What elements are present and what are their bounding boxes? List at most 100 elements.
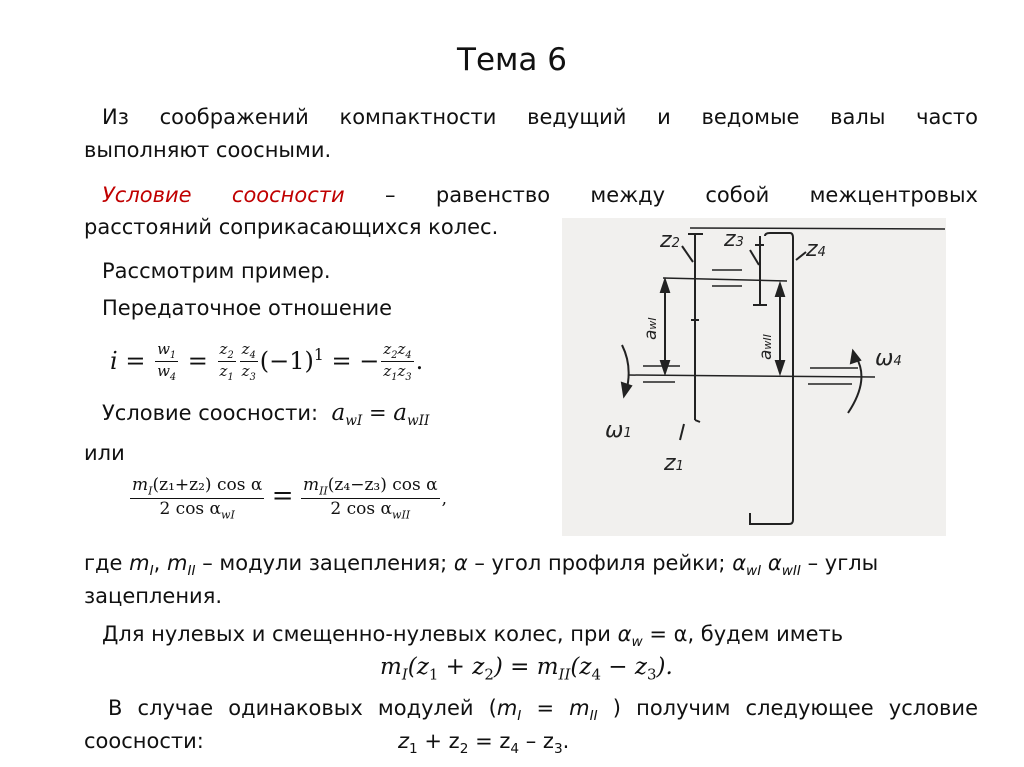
text: где — [84, 551, 130, 575]
math-symbol: z — [397, 339, 406, 358]
math-symbol: m — [302, 475, 320, 496]
slide-title: Тема 6 — [457, 42, 567, 78]
text: Для нулевых и смещенно-нулевых колес, пр… — [102, 622, 618, 646]
paragraph-line: зацепления. — [84, 584, 223, 608]
math-symbol: = — [331, 347, 352, 375]
math-symbol: − — [359, 347, 380, 375]
math-symbol: i — [110, 347, 118, 375]
math-symbol: I — [517, 708, 522, 725]
label: Условие соосности: — [102, 401, 319, 425]
math-symbol: 2 — [459, 741, 469, 758]
math-symbol: wI — [221, 508, 235, 522]
math-symbol: z — [398, 729, 410, 753]
math-symbol: α — [767, 551, 782, 575]
gear-z4-line — [749, 232, 794, 525]
label-awII: awII — [756, 334, 776, 360]
math-symbol: (z₄−z₃) cos α — [327, 475, 438, 496]
math-symbol: II — [319, 484, 328, 498]
paragraph-line: Передаточное отношение — [102, 296, 393, 320]
label-z4: z4 — [805, 237, 826, 262]
math-symbol: 2 — [484, 665, 494, 684]
label-z1: z1 — [663, 451, 684, 476]
scan-edge-line — [689, 227, 946, 230]
math-symbol: z — [219, 339, 228, 358]
math-symbol: wII — [781, 563, 801, 580]
math-symbol: (z — [570, 654, 592, 680]
math-symbol: . — [562, 729, 570, 753]
math-symbol: a — [331, 400, 346, 426]
math-symbol: α — [732, 551, 747, 575]
lower-shaft — [627, 374, 876, 378]
coaxial-condition-line: Условие соосности: awI = awII — [102, 400, 429, 434]
math-symbol: m — [132, 475, 149, 496]
math-symbol: z — [397, 361, 406, 380]
paragraph-line: Условие соосности – равенство между собо… — [102, 182, 978, 208]
text: – модули зацепления; — [195, 551, 454, 575]
math-symbol: 4 — [591, 665, 601, 684]
math-symbol: + z — [438, 654, 485, 680]
math-symbol: wI — [345, 413, 363, 430]
math-symbol: − z — [600, 654, 647, 680]
math-symbol: 4 — [510, 741, 520, 758]
bearing-hatches — [643, 269, 858, 385]
math-symbol: z — [241, 361, 250, 380]
paragraph-line: или — [84, 441, 125, 465]
label-omega1: ω1 — [605, 418, 632, 443]
math-symbol: 1 — [169, 349, 177, 361]
math-symbol: w — [631, 634, 643, 651]
paragraph-line: расстояний соприкасающихся колес. — [84, 215, 499, 239]
equal-modules-formula: z1 + z2 = z4 – z3. — [398, 728, 569, 762]
math-symbol: I — [148, 484, 153, 498]
math-symbol: ). — [656, 654, 673, 680]
math-symbol: = — [271, 481, 294, 511]
math-symbol: 1 — [428, 665, 439, 684]
math-symbol: 2 cos α — [159, 499, 222, 520]
text: – равенство между собой межцентровых — [344, 183, 978, 207]
math-symbol: 2 — [227, 349, 234, 361]
math-symbol: 3 — [553, 741, 563, 758]
math-symbol: z — [241, 339, 250, 358]
math-symbol: = — [187, 347, 208, 375]
math-symbol: 3 — [646, 665, 657, 684]
math-symbol: = m — [521, 696, 590, 720]
label-z3: z3 — [723, 227, 744, 252]
zero-gear-formula: mI(z1 + z2) = mII(z4 − z3). — [380, 654, 673, 688]
label-awI: awI — [641, 317, 661, 340]
paragraph-line: Рассмотрим пример. — [102, 259, 331, 283]
gear-train-diagram: z2 z3 z4 z1 ω1 ω4 awI awII — [562, 218, 946, 536]
math-symbol: , — [441, 489, 448, 509]
math-symbol: + z — [417, 729, 460, 753]
label-omega4: ω4 — [875, 346, 902, 371]
math-symbol: wI — [746, 563, 762, 580]
gear-train-scheme: z2 z3 z4 z1 ω1 ω4 awI awII — [605, 227, 946, 525]
text: – углы — [800, 551, 879, 575]
math-symbol: (−1) — [259, 347, 314, 375]
paragraph-line: где mI, mII – модули зацепления; α – уго… — [84, 550, 878, 584]
math-symbol: ) = m — [493, 654, 559, 680]
label-z2: z2 — [659, 228, 680, 253]
math-symbol: 3 — [405, 371, 412, 383]
math-symbol: II — [187, 563, 196, 580]
math-symbol: . — [415, 347, 424, 375]
math-symbol: 2 cos α — [330, 499, 392, 520]
math-symbol: w — [157, 361, 170, 380]
math-symbol: = — [368, 401, 387, 425]
math-symbol: = — [125, 347, 146, 375]
text: В случае одинаковых модулей ( — [108, 696, 497, 720]
math-symbol: α — [453, 551, 468, 575]
paragraph-line: Для нулевых и смещенно-нулевых колес, пр… — [102, 621, 843, 655]
math-symbol: 1 — [391, 371, 398, 383]
math-symbol: m — [496, 696, 518, 720]
math-symbol: 1 — [409, 741, 418, 758]
rotation-arrow-1 — [621, 344, 630, 389]
math-symbol: 2 — [391, 349, 398, 361]
math-symbol: 3 — [249, 371, 256, 383]
math-symbol: wII — [406, 413, 430, 430]
